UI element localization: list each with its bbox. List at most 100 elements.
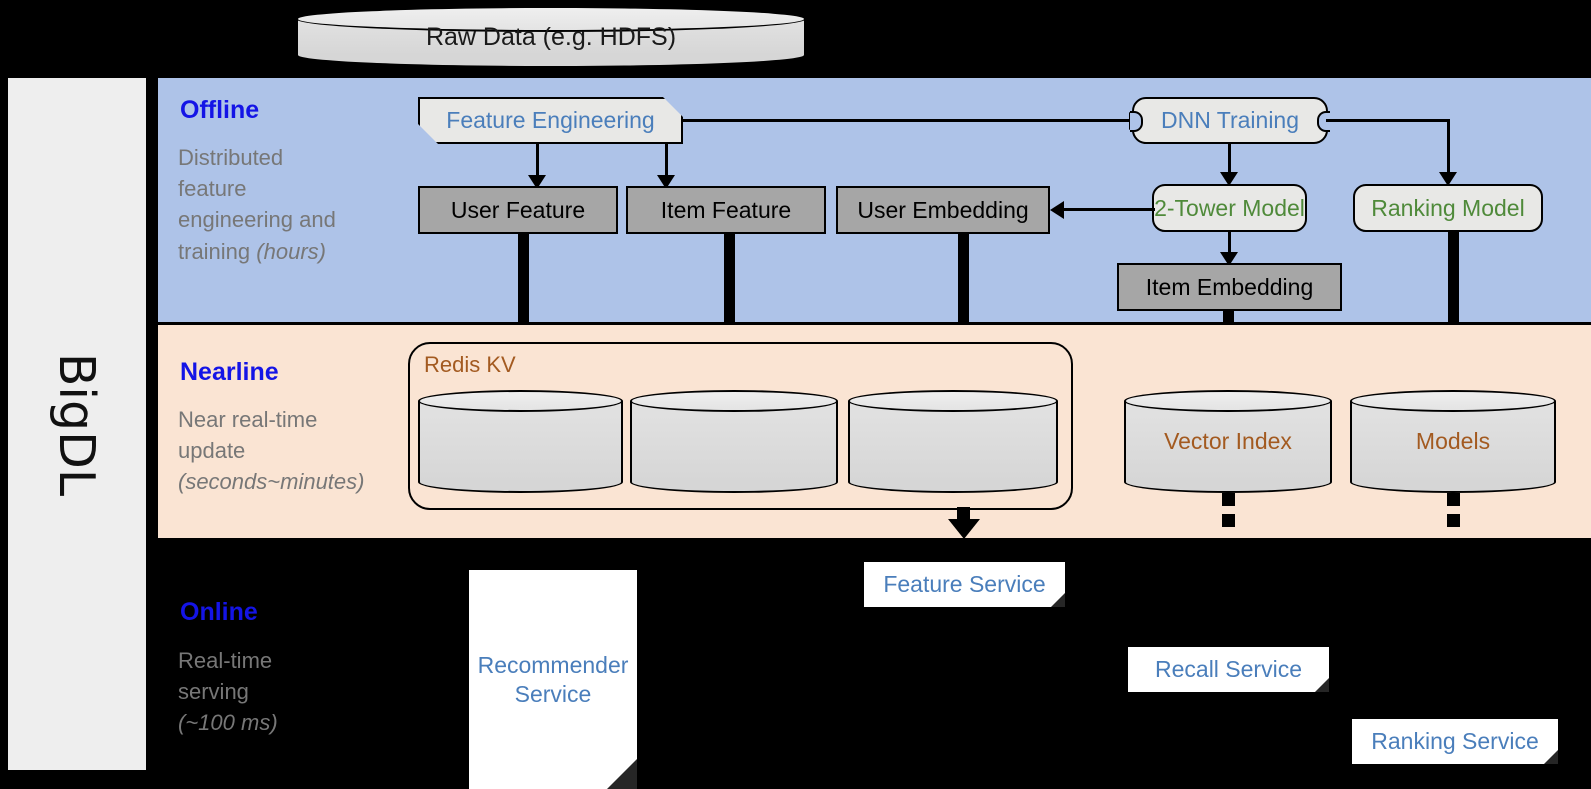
raw-data-label: Raw Data (e.g. HDFS) xyxy=(425,22,677,51)
online-description: Real-time serving (~100 ms) xyxy=(178,645,393,739)
redis-kv-label: Redis KV xyxy=(424,352,516,377)
cylinder-body xyxy=(848,401,1058,482)
page-fold-icon xyxy=(1544,750,1558,764)
arrowhead-dnn-to-ranking xyxy=(1439,172,1457,186)
offline-description: Distributed feature engineering and trai… xyxy=(178,142,393,267)
connector-dnn-to-ranking-v xyxy=(1447,119,1450,178)
user-embedding-label: User Embedding xyxy=(857,196,1029,223)
offline-desc-line-2: feature xyxy=(178,176,247,202)
cylinder-body xyxy=(630,401,838,482)
dnn-training-notch-right xyxy=(1317,110,1330,132)
item-feature-store-label xyxy=(630,390,838,493)
offline-title: Offline xyxy=(180,96,260,124)
arrowhead-2tower-to-user-embedding xyxy=(1050,201,1064,219)
connector-fe-to-dnn xyxy=(683,119,1129,122)
arrowhead-2tower-to-item-embedding xyxy=(1220,252,1238,266)
recommender-service-node[interactable]: Recommender Service xyxy=(469,570,637,789)
pipe-user-embedding-to-store xyxy=(958,234,969,389)
bigdl-label: BigDL xyxy=(8,78,146,770)
cylinder-top xyxy=(1350,390,1556,412)
nearline-desc-emphasis: (seconds~minutes) xyxy=(178,469,365,495)
raw-data-cylinder: Raw Data (e.g. HDFS) xyxy=(296,6,806,68)
arrowhead-fe-to-item-feature xyxy=(657,175,675,189)
recall-service-node[interactable]: Recall Service xyxy=(1128,647,1329,692)
arrowhead-redis-to-feature-service xyxy=(948,519,980,539)
nearline-title: Nearline xyxy=(180,358,279,386)
cylinder-top xyxy=(418,390,623,412)
feature-engineering-label: Feature Engineering xyxy=(446,107,655,134)
item-feature-label: Item Feature xyxy=(660,196,792,223)
user-feature-store-cylinder[interactable] xyxy=(418,390,623,493)
pipe-item-feature-to-store xyxy=(724,234,735,389)
dnn-training-notch-left xyxy=(1130,110,1143,132)
item-embedding-node[interactable]: Item Embedding xyxy=(1117,263,1342,311)
nearline-description: Near real-time update (seconds~minutes) xyxy=(178,404,418,498)
offline-desc-line-1: Distributed xyxy=(178,145,284,170)
online-title: Online xyxy=(180,598,258,626)
page-fold-icon xyxy=(1051,593,1065,607)
cylinder-top xyxy=(848,390,1058,412)
user-embedding-store-label xyxy=(848,390,1058,493)
ranking-model-node[interactable]: Ranking Model xyxy=(1353,184,1543,232)
stub-vector-index-out-1 xyxy=(1222,493,1235,506)
cylinder-body xyxy=(418,401,623,482)
nearline-desc-line-1: Near real-time xyxy=(178,407,318,432)
two-tower-model-label: 2-Tower Model xyxy=(1154,194,1305,221)
ranking-model-label: Ranking Model xyxy=(1371,194,1525,221)
cylinder-top xyxy=(296,6,806,32)
connector-rawdata-to-fe xyxy=(549,66,554,88)
stub-redis-to-feature-service xyxy=(957,507,970,520)
offline-desc-line-3: engineering and xyxy=(178,207,336,233)
nearline-desc-line-2: update xyxy=(178,438,246,464)
connector-dnn-to-2tower xyxy=(1228,144,1231,178)
recall-service-label: Recall Service xyxy=(1155,656,1302,683)
vector-index-label: Vector Index xyxy=(1164,428,1292,454)
models-cylinder[interactable]: Models xyxy=(1350,390,1556,493)
arrowhead-fe-to-user-feature xyxy=(528,175,546,189)
cylinder-top xyxy=(1124,390,1332,412)
ranking-service-node[interactable]: Ranking Service xyxy=(1352,719,1558,764)
cylinder-top xyxy=(630,390,838,412)
connector-2tower-to-user-embedding xyxy=(1063,208,1155,211)
online-desc-emphasis: (~100 ms) xyxy=(178,710,278,736)
connector-fe-to-user-feature xyxy=(536,144,539,180)
item-feature-store-cylinder[interactable] xyxy=(630,390,838,493)
models-label: Models xyxy=(1415,428,1491,454)
feature-service-label: Feature Service xyxy=(883,571,1046,598)
cylinder-body xyxy=(1350,401,1556,482)
user-feature-store-label xyxy=(418,390,623,493)
vector-index-cylinder[interactable]: Vector Index xyxy=(1124,390,1332,493)
stub-vector-index-out-2 xyxy=(1222,514,1235,527)
feature-engineering-node[interactable]: Feature Engineering xyxy=(418,97,683,144)
bigdl-text: BigDL xyxy=(48,352,106,496)
item-embedding-label: Item Embedding xyxy=(1145,273,1314,300)
connector-2tower-to-item-embedding xyxy=(1228,232,1231,259)
pipe-ranking-model-to-models xyxy=(1448,232,1459,389)
item-feature-node[interactable]: Item Feature xyxy=(626,186,826,234)
online-desc-line-2: serving xyxy=(178,679,249,705)
recommender-service-line-2: Service xyxy=(514,680,592,707)
redis-kv-container xyxy=(408,342,1073,510)
connector-dnn-to-ranking-h xyxy=(1326,119,1450,122)
user-embedding-node[interactable]: User Embedding xyxy=(836,186,1050,234)
stub-models-out-2 xyxy=(1447,514,1460,527)
user-feature-node[interactable]: User Feature xyxy=(418,186,618,234)
offline-desc-emphasis: (hours) xyxy=(256,238,326,264)
cylinder-body xyxy=(1124,401,1332,482)
recommender-service-line-1: Recommender xyxy=(477,651,629,678)
pipe-user-feature-to-store xyxy=(518,234,529,389)
arrowhead-dnn-to-2tower xyxy=(1220,172,1238,186)
page-fold-icon xyxy=(1315,678,1329,692)
connector-fe-to-item-feature xyxy=(665,144,668,180)
dnn-training-label: DNN Training xyxy=(1160,107,1300,134)
online-desc-line-1: Real-time xyxy=(178,648,273,673)
offline-desc-line-4: training (hours) xyxy=(178,238,326,264)
user-feature-label: User Feature xyxy=(450,196,586,223)
two-tower-model-node[interactable]: 2-Tower Model xyxy=(1152,184,1307,232)
dnn-training-shape xyxy=(1132,97,1328,144)
user-embedding-store-cylinder[interactable] xyxy=(848,390,1058,493)
feature-service-node[interactable]: Feature Service xyxy=(864,562,1065,607)
dnn-training-node[interactable]: DNN Training xyxy=(1130,97,1330,144)
stub-models-out-1 xyxy=(1447,493,1460,506)
